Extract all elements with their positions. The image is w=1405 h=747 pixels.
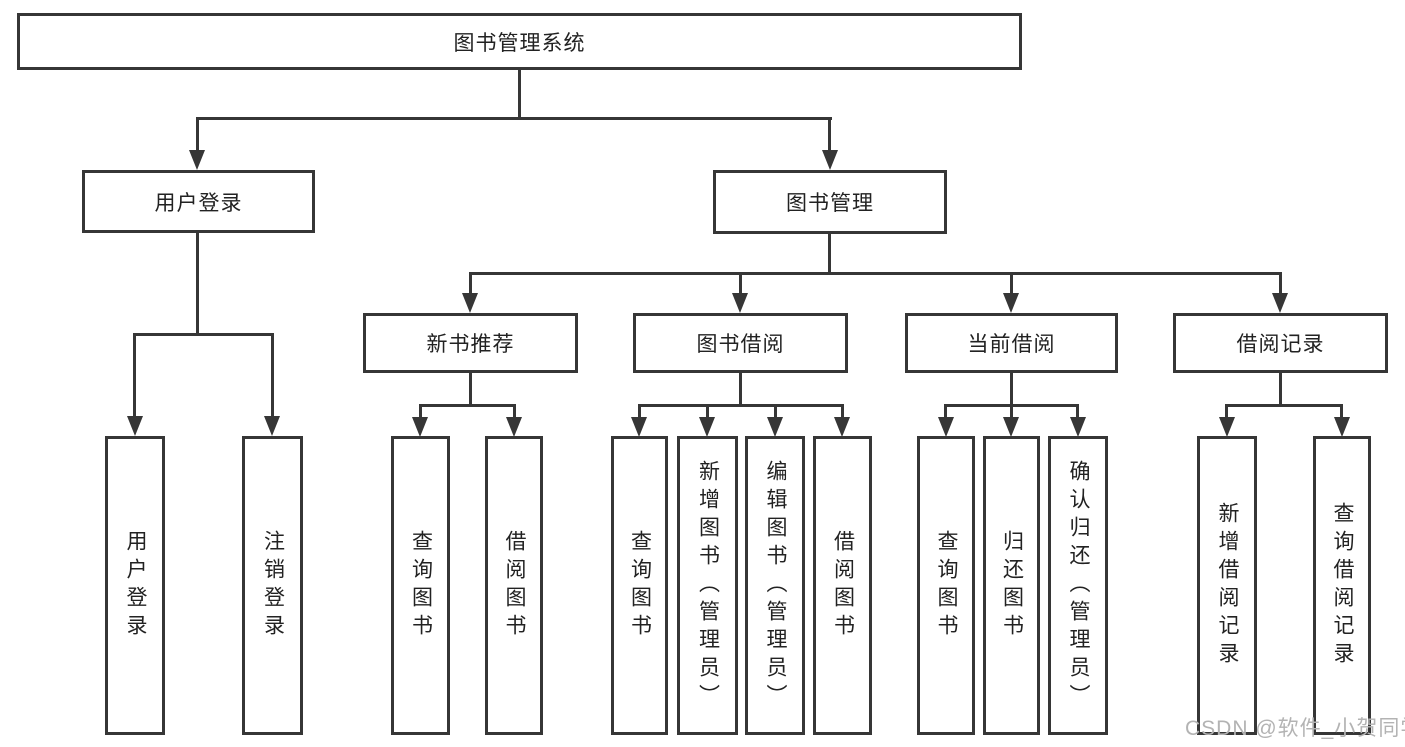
connector-book-borrowing-vertical [739,373,742,406]
node-bb-edit-books-admin: 编辑图书（管理员） [745,436,805,735]
connector-new-book-vertical [469,373,472,406]
node-user-login-leaf: 用户登录 [105,436,165,735]
arrowhead-cb-confirm [1070,417,1086,437]
node-br-query-record-label: 查询借阅记录 [1331,501,1354,670]
node-bb-borrow-books: 借阅图书 [813,436,872,735]
node-cb-return-books-label: 归还图书 [1000,529,1024,642]
node-new-book-recommend-label: 新书推荐 [426,333,515,356]
node-bb-add-books-admin-label: 新增图书（管理员） [696,459,720,712]
connector-user-login-horizontal [133,333,274,336]
arrowhead-logout [264,416,280,436]
node-book-management: 图书管理 [713,170,947,234]
connector-borrowing-records-horizontal [1225,404,1343,407]
connector-new-book-horizontal [419,404,516,407]
arrowhead-user-login-leaf [127,416,143,436]
connector-book-management-vertical [828,234,831,274]
connector-arrow-cb-return [1010,404,1013,419]
connector-arrow-nb-query [419,404,422,419]
connector-arrow-book-borrowing [739,272,742,295]
connector-arrow-bb-edit [774,404,777,419]
node-user-login: 用户登录 [82,170,315,233]
node-cb-query-books-label: 查询图书 [935,529,958,642]
node-nb-borrow-books: 借阅图书 [485,436,543,735]
connector-arrow-bb-borrow [841,404,844,419]
connector-arrow-cb-query [944,404,947,419]
node-br-add-record: 新增借阅记录 [1197,436,1257,735]
node-cb-return-books: 归还图书 [983,436,1040,735]
connector-user-login-vertical [196,233,199,335]
node-logout: 注销登录 [242,436,303,735]
arrowhead-borrowing-records [1272,293,1288,313]
node-bb-query-books-label: 查询图书 [628,529,652,642]
connector-current-borrowing-vertical [1010,373,1013,406]
connector-arrow-user-login-leaf [133,333,136,418]
node-cb-query-books: 查询图书 [917,436,975,735]
connector-book-management-horizontal [469,272,1282,275]
connector-arrow-borrowing-records [1279,272,1282,295]
arrowhead-bb-add [699,417,715,437]
connector-book-borrowing-horizontal [638,404,844,407]
connector-root-vertical [518,70,521,119]
arrowhead-bb-query [631,417,647,437]
node-logout-label: 注销登录 [261,529,285,642]
connector-arrow-cb-confirm [1076,404,1079,419]
arrowhead-cb-query [938,417,954,437]
node-nb-borrow-books-label: 借阅图书 [503,529,526,642]
node-nb-query-books-label: 查询图书 [409,529,433,642]
node-book-borrowing-label: 图书借阅 [696,333,785,356]
arrowhead-nb-query [412,417,428,437]
arrowhead-book-borrowing [732,293,748,313]
connector-arrow-new-book-recommend [469,272,472,295]
node-user-login-label: 用户登录 [154,191,243,215]
node-bb-borrow-books-label: 借阅图书 [831,529,855,642]
csdn-watermark: CSDN @软件_小贺同学 [1185,717,1405,740]
connector-arrow-bb-query [638,404,641,419]
arrowhead-book-management [822,150,838,170]
connector-arrow-book-management [828,117,831,152]
node-user-login-leaf-label: 用户登录 [124,529,147,642]
arrowhead-bb-edit [767,417,783,437]
connector-arrow-logout [271,333,274,418]
node-current-borrowing: 当前借阅 [905,313,1118,373]
arrowhead-nb-borrow [506,417,522,437]
connector-arrow-bb-add [706,404,709,419]
node-br-add-record-label: 新增借阅记录 [1216,501,1239,670]
node-bb-add-books-admin: 新增图书（管理员） [677,436,738,735]
node-book-management-label: 图书管理 [786,192,874,215]
connector-arrow-user-login [196,117,199,152]
node-cb-confirm-return-admin-label: 确认归还（管理员） [1067,459,1090,712]
node-nb-query-books: 查询图书 [391,436,450,735]
node-bb-edit-books-admin-label: 编辑图书（管理员） [764,459,787,712]
node-borrowing-records-label: 借阅记录 [1236,333,1325,356]
node-br-query-record: 查询借阅记录 [1313,436,1371,735]
node-new-book-recommend: 新书推荐 [363,313,578,373]
arrowhead-current-borrowing [1003,293,1019,313]
connector-arrow-nb-borrow [513,404,516,419]
arrowhead-new-book-recommend [462,293,478,313]
connector-borrowing-records-vertical [1279,373,1282,406]
node-book-borrowing: 图书借阅 [633,313,848,373]
connector-arrow-current-borrowing [1010,272,1013,295]
connector-arrow-br-add [1225,404,1228,419]
arrowhead-bb-borrow [834,417,850,437]
node-current-borrowing-label: 当前借阅 [967,333,1056,356]
node-cb-confirm-return-admin: 确认归还（管理员） [1048,436,1108,735]
connector-root-horizontal [196,117,832,120]
node-root-label: 图书管理系统 [453,31,586,55]
arrowhead-cb-return [1003,417,1019,437]
arrowhead-br-query [1334,417,1350,437]
connector-arrow-br-query [1340,404,1343,419]
node-borrowing-records: 借阅记录 [1173,313,1388,373]
arrowhead-user-login [189,150,205,170]
node-bb-query-books: 查询图书 [611,436,668,735]
arrowhead-br-add [1219,417,1235,437]
node-root: 图书管理系统 [17,13,1022,70]
